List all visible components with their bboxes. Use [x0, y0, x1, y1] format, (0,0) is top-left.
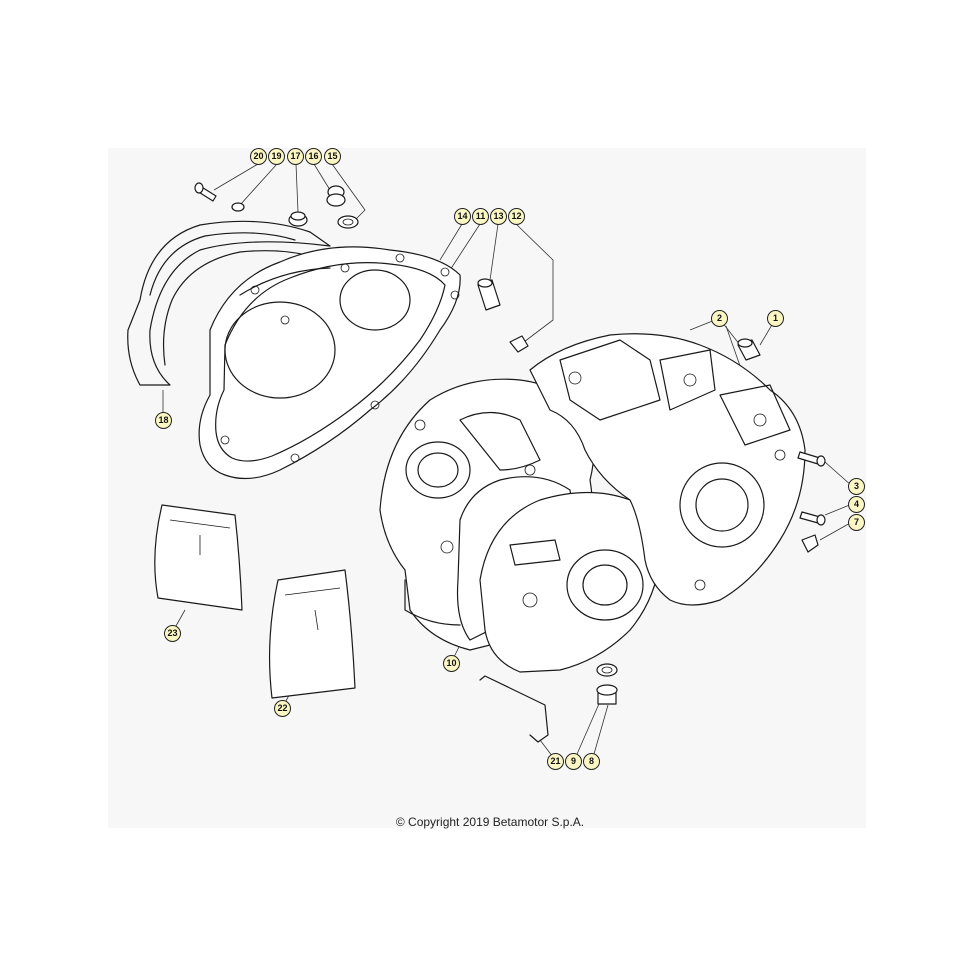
callout-18[interactable]: 18	[155, 412, 172, 429]
bushing-part	[477, 278, 501, 311]
breather-pipe-part	[479, 675, 549, 743]
callout-3[interactable]: 3	[848, 478, 865, 495]
fitting-7-part	[801, 534, 819, 553]
copyright-notice: © Copyright 2019 Betamotor S.p.A.	[395, 815, 585, 829]
callout-15[interactable]: 15	[324, 148, 341, 165]
bolt-4-part	[799, 511, 826, 526]
sealant-bag-22	[268, 569, 356, 699]
callout-16[interactable]: 16	[305, 148, 322, 165]
callout-23[interactable]: 23	[164, 625, 181, 642]
washer-part	[231, 202, 245, 212]
bolt-3-part	[797, 451, 826, 467]
callout-17[interactable]: 17	[287, 148, 304, 165]
plug-part	[288, 211, 308, 227]
nozzle-part	[509, 335, 529, 353]
callout-8[interactable]: 8	[583, 753, 600, 770]
callout-19[interactable]: 19	[268, 148, 285, 165]
callout-1[interactable]: 1	[767, 310, 784, 327]
callout-21[interactable]: 21	[547, 753, 564, 770]
callout-20[interactable]: 20	[250, 148, 267, 165]
callout-10[interactable]: 10	[443, 655, 460, 672]
clutch-cover-outer	[127, 220, 331, 386]
callout-14[interactable]: 14	[454, 208, 471, 225]
bolt-part	[194, 182, 217, 202]
filler-plug-part	[326, 185, 359, 229]
callout-4[interactable]: 4	[848, 496, 865, 513]
drain-plug-part	[596, 663, 618, 705]
dowel-bushing-part	[737, 338, 761, 361]
callout-22[interactable]: 22	[274, 700, 291, 717]
callout-7[interactable]: 7	[848, 514, 865, 531]
callout-13[interactable]: 13	[490, 208, 507, 225]
callout-9[interactable]: 9	[565, 753, 582, 770]
crankcase-main-body	[529, 333, 806, 606]
sealant-bag-23	[154, 504, 243, 611]
callout-11[interactable]: 11	[472, 208, 489, 225]
callout-12[interactable]: 12	[508, 208, 525, 225]
clutch-cover-main	[198, 246, 461, 480]
callout-2[interactable]: 2	[711, 310, 728, 327]
